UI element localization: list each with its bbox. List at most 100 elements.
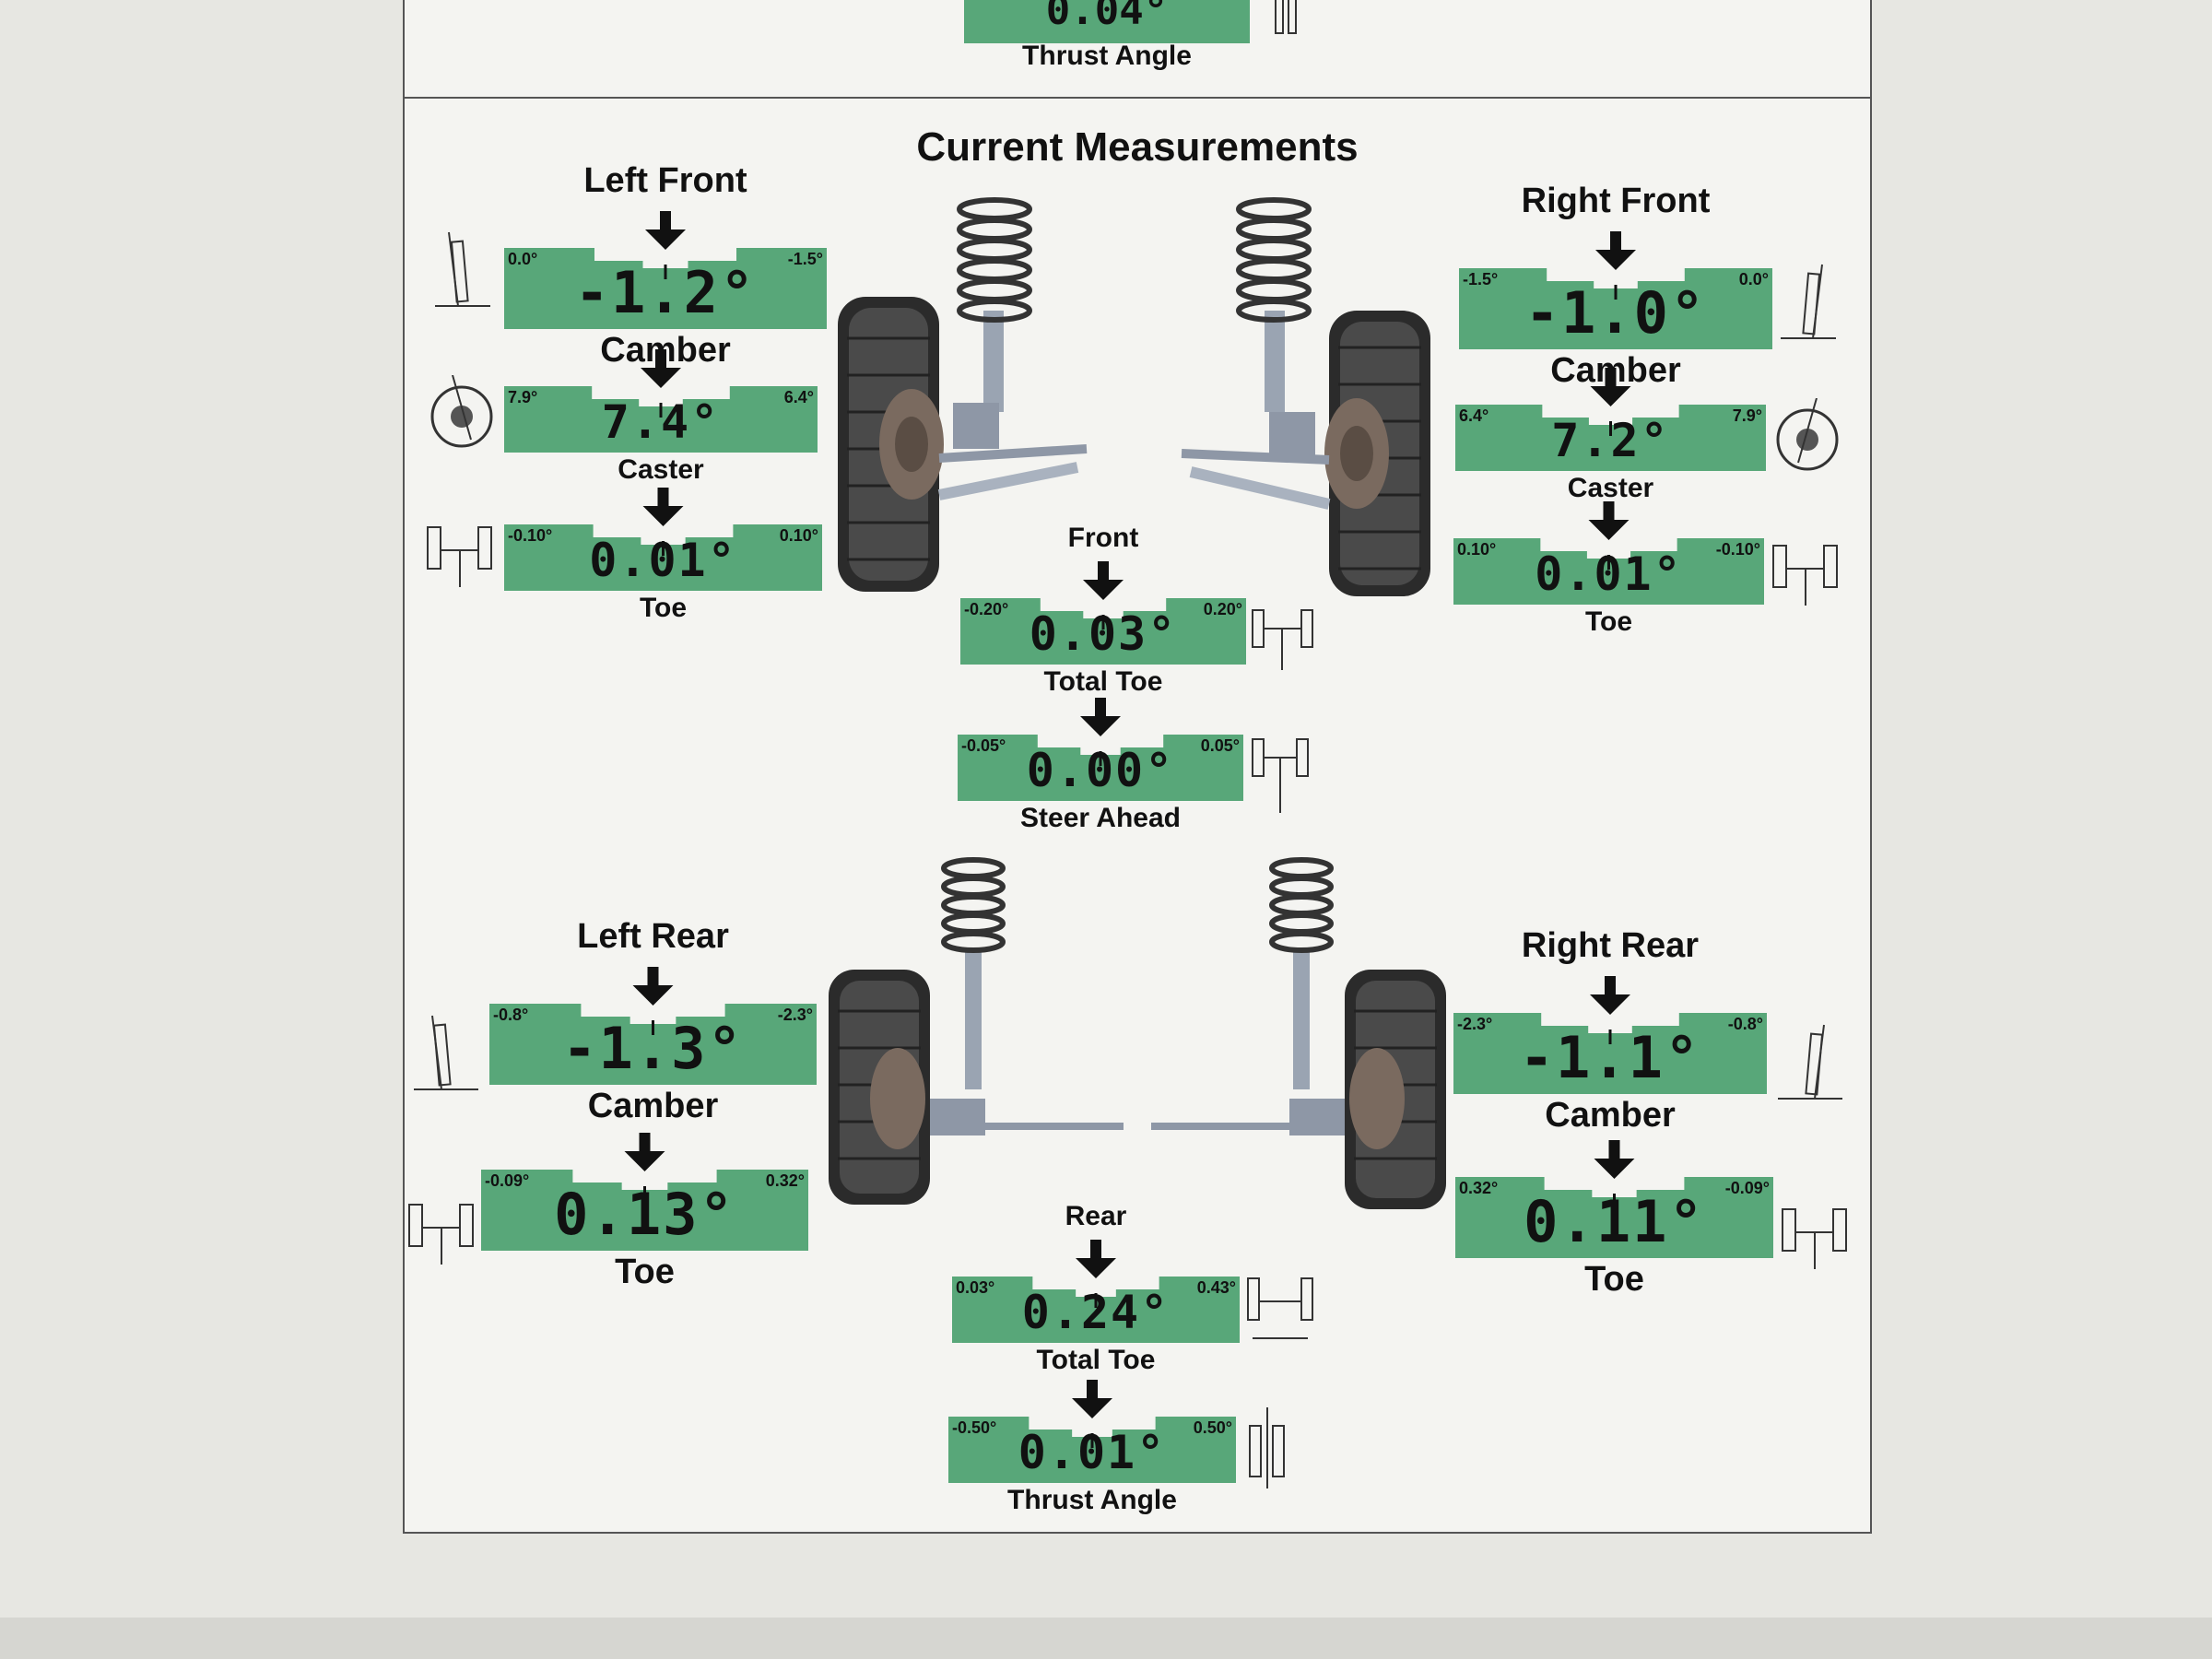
gauge-fill (504, 386, 818, 453)
gauge-bar (504, 349, 818, 453)
gauge-min-value: -0.05° (961, 736, 1006, 755)
down-arrow-icon (1590, 368, 1631, 406)
gauge-fill (489, 1004, 817, 1085)
gauge-label: Steer Ahead (1020, 803, 1181, 833)
gauge-bar (952, 1240, 1240, 1343)
thrust-angle-icon (1249, 1407, 1285, 1488)
camber-icon (1778, 1024, 1842, 1100)
gauge-fill (952, 1277, 1240, 1343)
gauge-heading: Rear (1065, 1201, 1127, 1231)
gauge-reading: 7.4° (601, 395, 721, 449)
thrust-angle-value-top: 0.04° (1045, 0, 1169, 34)
gauge-max-value: 0.32° (765, 1171, 805, 1190)
gauge-label: Toe (615, 1253, 675, 1291)
front-right-suspension-image (1172, 191, 1430, 601)
gauge-reading: 0.03° (1029, 607, 1178, 661)
gauge-fill (1459, 268, 1772, 349)
gauge-fill (948, 1417, 1236, 1483)
right-rear-toe-gauge: 0.32° -0.09° 0.11° Toe (1455, 1138, 1773, 1323)
gauge-min-value: -0.10° (508, 526, 553, 545)
gauge-label: Thrust Angle (1007, 1485, 1177, 1515)
gauge-max-value: -0.09° (1724, 1179, 1770, 1197)
total-toe-icon (1247, 1277, 1313, 1339)
gauge-label: Total Toe (1043, 666, 1163, 697)
gauge-min-value: -1.5° (1463, 270, 1499, 288)
total-toe-icon (1252, 609, 1313, 670)
front-total-toe-gauge: Front -0.20° 0.20° 0.03° Total Toe (960, 523, 1246, 698)
gauge-fill (958, 735, 1243, 801)
gauge-reading: 0.01° (1535, 547, 1683, 601)
camber-icon (435, 231, 490, 307)
previous-section-panel: 0.04° Thrust Angle (403, 0, 1872, 105)
gauge-max-value: 0.05° (1200, 736, 1240, 755)
gauge-min-value: -2.3° (1457, 1015, 1493, 1033)
gauge-max-value: 0.10° (779, 526, 818, 545)
left-rear-toe-gauge: -0.09° 0.32° 0.13° Toe (481, 1131, 808, 1315)
gauge-fill (960, 598, 1246, 665)
left-front-toe-gauge: -0.10°0.10°0.01°Toe (504, 486, 822, 623)
gauge-label: Caster (1567, 473, 1654, 503)
gauge-heading: Left Front (583, 161, 747, 200)
gauge-label: Camber (587, 1087, 719, 1125)
gauge-heading: Right Front (1521, 182, 1711, 220)
gauge-bar (948, 1380, 1236, 1483)
gauge-max-value: 7.9° (1732, 406, 1762, 425)
gauge-bar (1455, 1140, 1773, 1258)
right-front-camber-gauge: Right Front-1.5°0.0°-1.0°Camber (1459, 182, 1772, 390)
gauge-bar (1453, 976, 1767, 1094)
down-arrow-icon (624, 1133, 665, 1171)
gauge-min-value: -0.20° (964, 600, 1009, 618)
gauge-bar (958, 698, 1243, 801)
gauge-label: Camber (1545, 1096, 1676, 1135)
toe-icon (1782, 1208, 1847, 1269)
gauge-heading: Right Rear (1521, 926, 1700, 965)
gauge-label: Toe (639, 593, 688, 623)
toe-icon (408, 1204, 474, 1265)
gauge-reading: -1.0° (1524, 279, 1707, 347)
caster-icon (430, 375, 493, 448)
gauge-reading: -1.2° (574, 259, 757, 326)
down-arrow-icon (1072, 1380, 1112, 1418)
down-arrow-icon (1594, 1140, 1635, 1179)
gauge-reading: 0.13° (554, 1181, 735, 1248)
down-arrow-icon (632, 967, 674, 1006)
gauge-bar (960, 561, 1246, 665)
thrust-angle-icon (1275, 0, 1297, 34)
page-title: Current Measurements (916, 124, 1359, 170)
down-arrow-icon (1076, 1240, 1116, 1278)
gauge-fill (1455, 405, 1766, 471)
gauge-max-value: 0.50° (1193, 1418, 1232, 1437)
steer-ahead-gauge: -0.05° 0.05° 0.00° Steer Ahead (958, 696, 1243, 834)
steer-ahead-icon (1252, 738, 1309, 813)
gauge-min-value: 0.03° (956, 1278, 995, 1297)
down-arrow-icon (1080, 698, 1121, 736)
gauge-max-value: -0.10° (1715, 540, 1760, 559)
gauge-label: Toe (1584, 1260, 1644, 1299)
gauge-min-value: 7.9° (508, 388, 538, 406)
gauge-bar (481, 1133, 808, 1251)
gauge-heading: Front (1067, 523, 1139, 553)
down-arrow-icon (1083, 561, 1124, 600)
gauge-min-value: 0.32° (1459, 1179, 1499, 1197)
gauge-bar (504, 488, 822, 591)
thrust-angle-gauge-top (964, 0, 1250, 43)
thrust-angle-label-top: Thrust Angle (1022, 41, 1192, 71)
gauge-min-value: -0.09° (485, 1171, 530, 1190)
gauge-max-value: 0.20° (1203, 600, 1242, 618)
down-arrow-icon (1588, 501, 1630, 540)
gauge-reading: 0.11° (1524, 1188, 1705, 1255)
down-arrow-icon (641, 349, 681, 388)
gauge-reading: 0.00° (1026, 744, 1175, 797)
down-arrow-icon (642, 488, 684, 526)
gauge-fill (481, 1170, 808, 1251)
gauge-fill (1455, 1177, 1773, 1258)
gauge-reading: 0.01° (1018, 1426, 1167, 1479)
gauge-max-value: -2.3° (777, 1006, 813, 1024)
gauge-bar (1455, 368, 1766, 471)
gauge-bar (504, 211, 827, 329)
rear-left-suspension-image (829, 850, 1133, 1214)
gauge-reading: -1.1° (1519, 1024, 1701, 1091)
gauge-fill (504, 524, 822, 591)
